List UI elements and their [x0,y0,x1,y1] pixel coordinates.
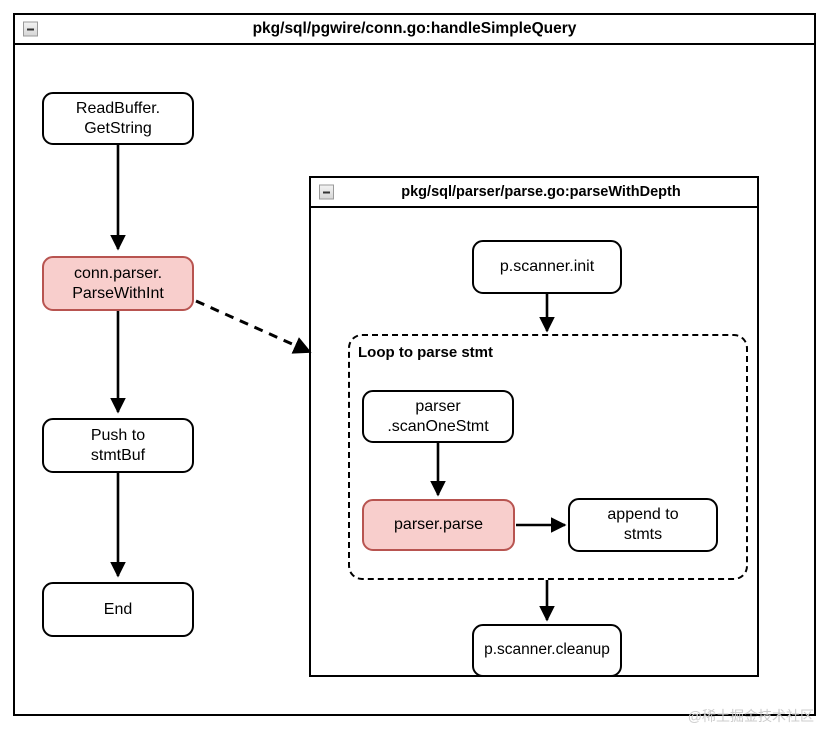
node-append-to-stmts[interactable]: append to stmts [568,498,718,552]
node-end[interactable]: End [42,582,194,637]
inner-container-title-bar: pkg/sql/parser/parse.go:parseWithDepth [311,178,757,208]
node-push-to-stmtbuf[interactable]: Push to stmtBuf [42,418,194,473]
node-conn-parser-parsewithint[interactable]: conn.parser. ParseWithInt [42,256,194,311]
loop-group-label: Loop to parse stmt [358,344,494,361]
outer-container-title-bar: pkg/sql/pgwire/conn.go:handleSimpleQuery [15,15,814,45]
minus-box-icon[interactable] [23,21,38,37]
minus-box-icon[interactable] [319,184,334,200]
node-p-scanner-init[interactable]: p.scanner.init [472,240,622,294]
node-readbuffer-getstring[interactable]: ReadBuffer. GetString [42,92,194,145]
node-parser-scanonestmt[interactable]: parser .scanOneStmt [362,390,514,443]
inner-container-title: pkg/sql/parser/parse.go:parseWithDepth [401,184,681,200]
node-parser-parse[interactable]: parser.parse [362,499,515,551]
outer-container-title: pkg/sql/pgwire/conn.go:handleSimpleQuery [252,20,577,37]
loop-group-parse-stmt: Loop to parse stmt [348,334,748,580]
node-p-scanner-cleanup[interactable]: p.scanner.cleanup [472,624,622,677]
watermark: @稀土掘金技术社区 [687,708,814,724]
